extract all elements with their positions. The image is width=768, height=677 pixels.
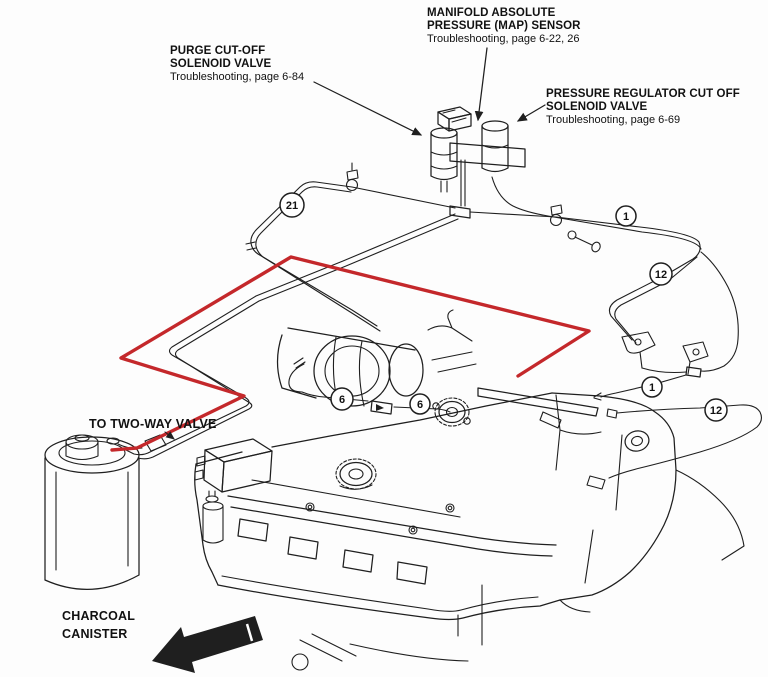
direction-arrow — [152, 616, 263, 673]
callout-number: 12 — [710, 405, 722, 417]
label-pressure-regulator-valve: PRESSURE REGULATOR CUT OFF SOLENOID VALV… — [516, 88, 740, 126]
throttle-fuel-rail — [427, 309, 599, 429]
pressure-regulator-note: Troubleshooting, page 6-69 — [546, 114, 680, 126]
map-sensor-note: Troubleshooting, page 6-22, 26 — [427, 33, 579, 45]
callout-number: 6 — [339, 394, 345, 406]
reservoir-cylinder — [202, 490, 224, 544]
purge-valve-note: Troubleshooting, page 6-84 — [170, 71, 304, 83]
label-two-way-valve: TO TWO-WAY VALVE — [89, 417, 217, 440]
two-way-valve-leader-arrow — [164, 431, 175, 440]
solenoid-assembly-drawing — [430, 106, 526, 219]
oil-filler-cap — [335, 458, 377, 490]
hose-clamp — [345, 162, 359, 192]
pressure-regulator-label-line2: SOLENOID VALVE — [546, 101, 648, 113]
callout-number: 1 — [623, 211, 629, 223]
callout-1-bottom: 1 — [641, 376, 663, 398]
pressure-regulator-leader-arrow — [516, 104, 546, 122]
red-highlight-hose — [110, 255, 591, 452]
purge-valve-leader-arrow — [313, 81, 423, 136]
purge-valve-label-line2: SOLENOID VALVE — [170, 58, 272, 70]
callout-6-right: 6 — [409, 393, 431, 415]
label-charcoal-canister: CHARCOAL CANISTER — [62, 609, 135, 641]
callout-6-left: 6 — [330, 387, 354, 411]
map-sensor-leader-arrow — [474, 47, 488, 122]
charcoal-canister-label-line2: CANISTER — [62, 627, 128, 641]
map-sensor-label-line1: MANIFOLD ABSOLUTE — [427, 7, 556, 19]
label-purge-valve: PURGE CUT-OFF SOLENOID VALVE Troubleshoo… — [170, 45, 423, 136]
callout-number: 21 — [286, 200, 298, 212]
label-map-sensor: MANIFOLD ABSOLUTE PRESSURE (MAP) SENSOR … — [427, 7, 581, 122]
hose-bracket — [621, 331, 709, 375]
charcoal-canister-label-line1: CHARCOAL — [62, 609, 135, 623]
pressure-regulator-label-line1: PRESSURE REGULATOR CUT OFF — [546, 88, 740, 100]
purge-solenoid-drawing — [430, 127, 458, 193]
purge-valve-label-line1: PURGE CUT-OFF — [170, 45, 265, 57]
intake-plenum — [276, 327, 424, 407]
engine-line-art — [194, 309, 745, 671]
two-way-valve-label: TO TWO-WAY VALVE — [89, 417, 217, 431]
hose-clamp — [549, 204, 563, 227]
map-sensor-drawing — [437, 106, 472, 132]
callout-number: 12 — [655, 269, 667, 281]
map-sensor-label-line2: PRESSURE (MAP) SENSOR — [427, 20, 581, 32]
ignition-coil-box — [194, 438, 273, 493]
callout-21: 21 — [279, 192, 305, 218]
hose-lines — [125, 162, 763, 490]
callout-12-bottom: 12 — [704, 398, 728, 422]
callout-12-right: 12 — [649, 262, 673, 286]
callout-number: 6 — [417, 399, 423, 411]
charcoal-canister-drawing — [44, 434, 167, 591]
callout-number: 1 — [649, 382, 655, 394]
callout-1-top: 1 — [615, 205, 637, 227]
pressure-regulator-solenoid-drawing — [481, 120, 509, 173]
